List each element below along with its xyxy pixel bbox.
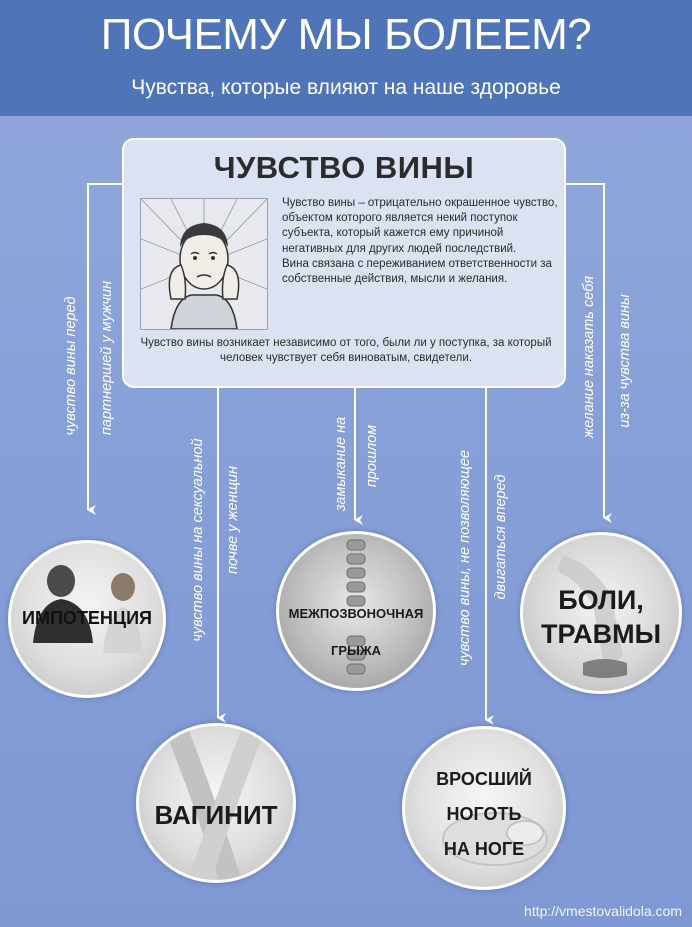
label-impotence-line-1: чувство вины перед	[63, 296, 79, 436]
couple-icon	[33, 565, 143, 653]
circle-pain-label-2: ТРАВМЫ	[540, 619, 662, 649]
circle-vaginitis-label: ВАГИНИТ	[154, 800, 278, 830]
injured-leg-icon	[557, 555, 627, 678]
label-vaginitis-line-1: чувство вины на сексуальной	[190, 438, 206, 642]
circle-hernia: МЕЖПОЗВОНОЧНАЯ ГРЫЖА	[276, 531, 436, 691]
circle-toenail-label-1: ВРОСШИЙ	[436, 769, 532, 789]
definition-paragraph-1: Чувство вины – отрицательно окрашенное ч…	[282, 197, 558, 255]
label-toenail-line-2: двигаться вперед	[493, 474, 509, 600]
circle-hernia-label-2: ГРЫЖА	[331, 643, 381, 658]
circle-hernia-label-1: МЕЖПОЗВОНОЧНАЯ	[288, 606, 424, 621]
label-toenail-line-1: чувство вины, не позволяющее	[457, 450, 473, 666]
page-subtitle: Чувства, которые влияют на наше здоровье	[131, 76, 561, 99]
circle-pain: БОЛИ, ТРАВМЫ	[520, 532, 682, 694]
guilt-info-box: ЧУВСТВО ВИНЫ Чувство вины – отрицательно…	[122, 138, 566, 388]
note-text: Чувство вины возникает независимо от тог…	[140, 337, 552, 365]
circle-vaginitis: ВАГИНИТ	[136, 723, 296, 883]
toe-icon	[442, 812, 548, 866]
circle-pain-label-1: БОЛИ,	[558, 585, 644, 615]
label-pain-line-1: желание наказать себя	[581, 276, 597, 438]
circle-impotence: ИМПОТЕНЦИЯ	[8, 540, 166, 698]
circle-toenail-label-2: НОГОТЬ	[446, 804, 522, 824]
label-impotence-line-2: партнершей у мужчин	[99, 280, 115, 436]
circle-toenail: ВРОСШИЙ НОГОТЬ НА НОГЕ	[402, 726, 566, 890]
definition-text: Чувство вины – отрицательно окрашенное ч…	[282, 196, 560, 287]
connector-impotence	[87, 183, 122, 515]
watermark-url: http://vmestovalidola.com	[524, 903, 682, 919]
label-pain-line-2: из-за чувства вины	[617, 294, 633, 428]
circle-toenail-label-3: НА НОГЕ	[443, 839, 525, 859]
header: ПОЧЕМУ МЫ БОЛЕЕМ? Чувства, которые влияю…	[0, 0, 692, 116]
crossed-legs-icon	[168, 726, 262, 880]
circle-impotence-label: ИМПОТЕНЦИЯ	[22, 608, 152, 628]
connector-pain	[566, 183, 612, 523]
definition-paragraph-2: Вина связана с переживанием ответственно…	[282, 257, 552, 286]
page-title: ПОЧЕМУ МЫ БОЛЕЕМ?	[100, 10, 592, 59]
distressed-man-icon	[140, 198, 268, 330]
box-title: ЧУВСТВО ВИНЫ	[213, 150, 475, 185]
label-vaginitis-line-2: почве у женщин	[225, 466, 241, 574]
spine-icon	[346, 539, 366, 675]
